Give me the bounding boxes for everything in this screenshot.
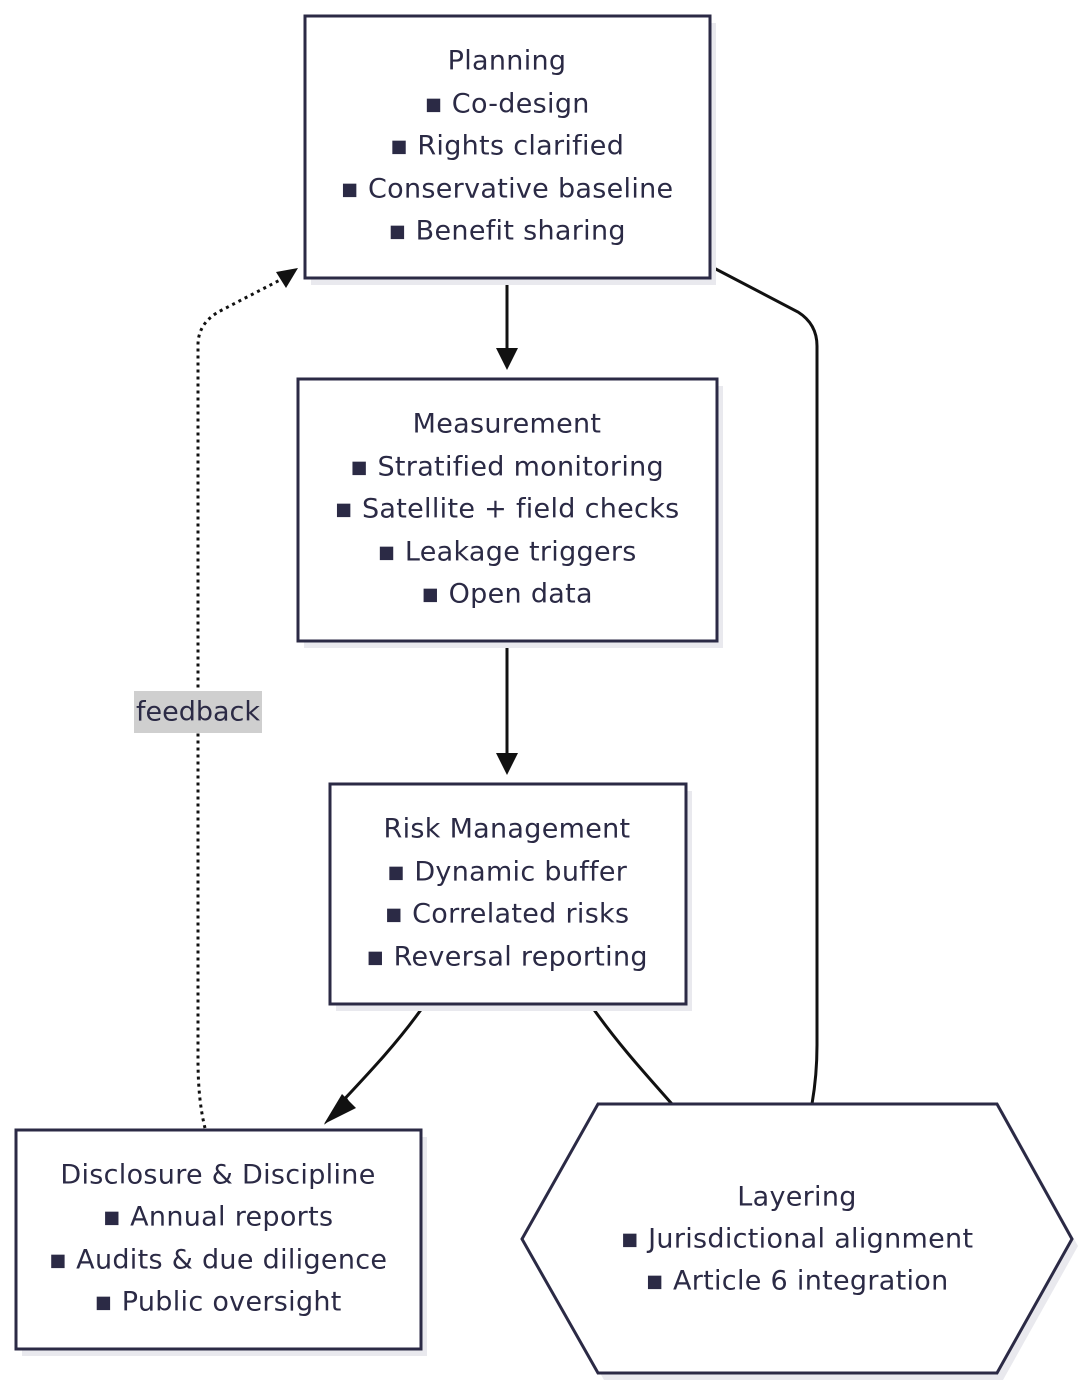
- node-risk-management: Risk Management ▪ Dynamic buffer ▪ Corre…: [328, 782, 692, 1011]
- node-measurement-item: ▪ Stratified monitoring: [350, 452, 664, 483]
- node-disclosure-discipline-item: ▪ Public oversight: [94, 1287, 341, 1318]
- node-layering-hexagon: [520, 1102, 1074, 1375]
- node-layering-title: Layering: [737, 1182, 856, 1213]
- node-risk-management-item: ▪ Correlated risks: [385, 899, 630, 930]
- node-planning-item: ▪ Benefit sharing: [388, 216, 626, 247]
- node-measurement-box: [296, 377, 719, 643]
- arrowhead-measurement: [496, 348, 518, 370]
- node-measurement-item: ▪ Open data: [421, 579, 593, 610]
- feedback-label-background: [134, 691, 262, 733]
- arrowhead-planning-feedback: [276, 268, 298, 288]
- node-risk-management-item: ▪ Dynamic buffer: [387, 857, 628, 888]
- node-layering: Layering ▪ Jurisdictional alignment ▪ Ar…: [520, 1102, 1078, 1380]
- node-disclosure-discipline-item: ▪ Annual reports: [103, 1202, 334, 1233]
- arrowhead-disclosure-main: [324, 1094, 356, 1124]
- node-disclosure-discipline: Disclosure & Discipline ▪ Annual reports…: [14, 1128, 427, 1356]
- node-layering-item: ▪ Article 6 integration: [645, 1266, 948, 1297]
- node-risk-management-title: Risk Management: [384, 814, 631, 845]
- feedback-label: feedback: [134, 691, 262, 733]
- node-planning-item: ▪ Rights clarified: [390, 131, 624, 162]
- node-measurement-item: ▪ Leakage triggers: [377, 537, 636, 568]
- feedback-label-text: feedback: [136, 697, 260, 728]
- node-risk-management-item: ▪ Reversal reporting: [366, 942, 648, 973]
- node-disclosure-discipline-item: ▪ Audits & due diligence: [49, 1245, 388, 1276]
- node-measurement: Measurement ▪ Stratified monitoring ▪ Sa…: [296, 377, 723, 648]
- node-planning-title: Planning: [448, 46, 567, 77]
- edges: [196, 264, 819, 1129]
- edge-risk-to-layering: [588, 1003, 674, 1105]
- node-disclosure-discipline-box: [14, 1128, 423, 1351]
- arrowhead-risk: [496, 753, 518, 775]
- node-disclosure-discipline-title: Disclosure & Discipline: [60, 1160, 375, 1191]
- node-measurement-title: Measurement: [413, 409, 602, 440]
- edge-risk-to-disclosure: [336, 1003, 427, 1108]
- edge-planning-to-layering: [709, 264, 819, 1105]
- node-measurement-item: ▪ Satellite + field checks: [334, 494, 679, 525]
- node-layering-item: ▪ Jurisdictional alignment: [621, 1224, 974, 1255]
- node-planning-box: [303, 14, 712, 280]
- node-planning-item: ▪ Conservative baseline: [341, 174, 674, 205]
- node-planning-item: ▪ Co-design: [424, 89, 589, 120]
- node-risk-management-box: [328, 782, 688, 1006]
- node-planning: Planning ▪ Co-design ▪ Rights clarified …: [303, 14, 716, 285]
